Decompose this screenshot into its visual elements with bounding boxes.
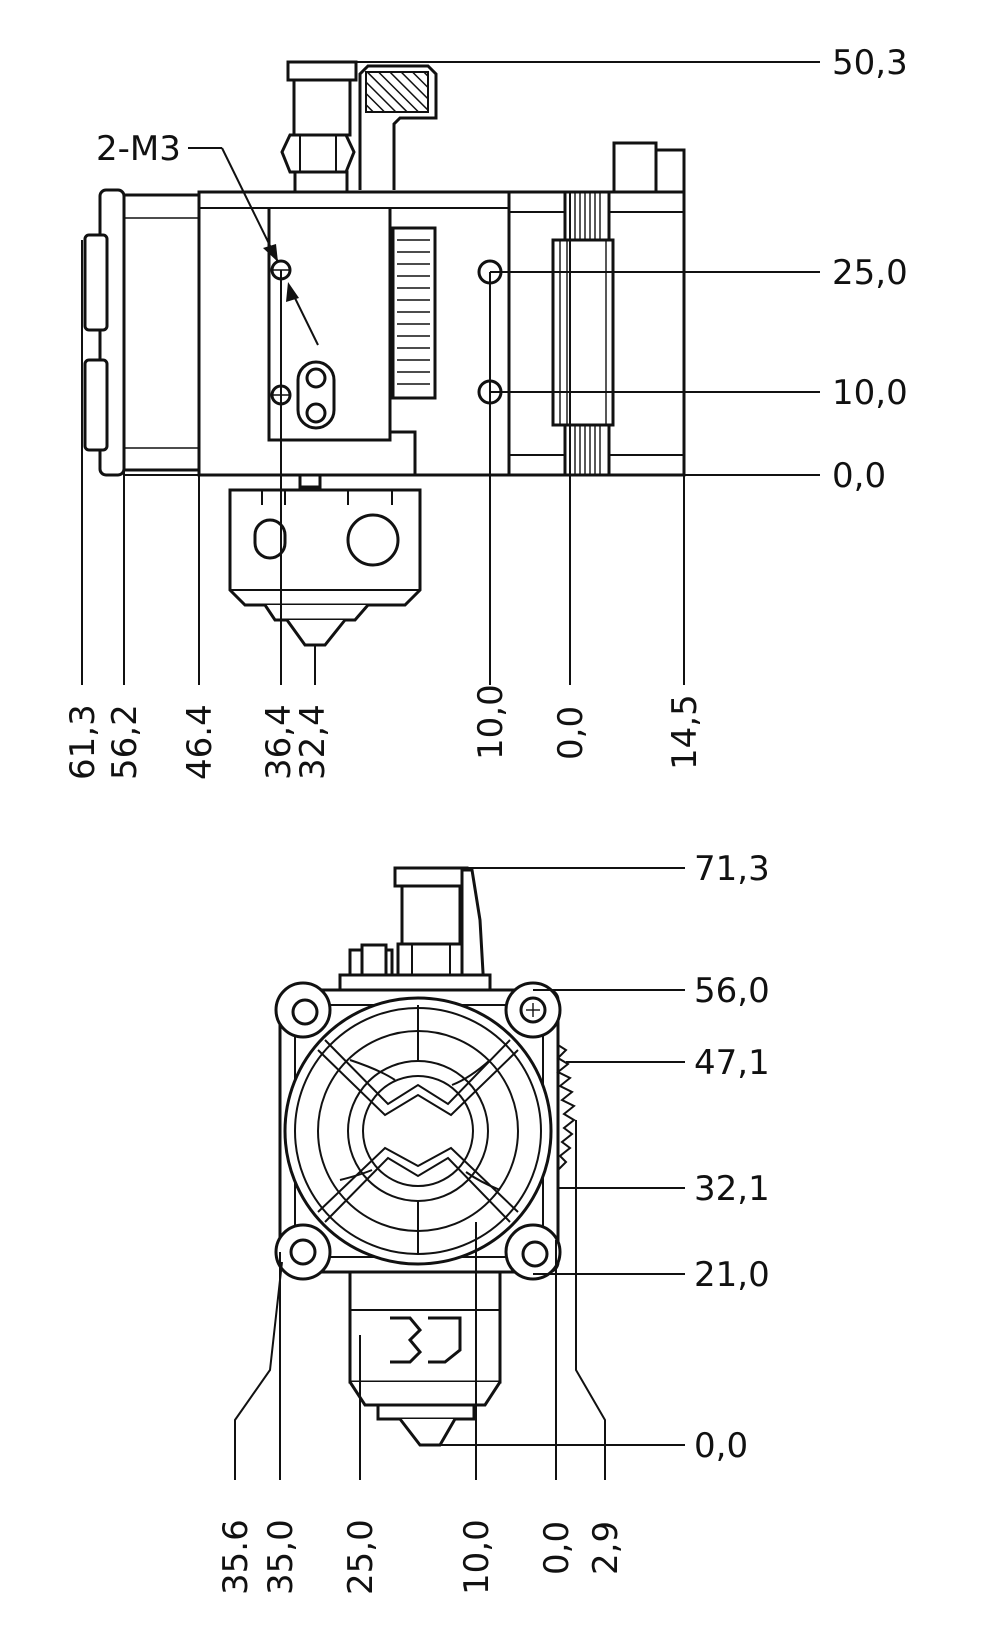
front-bottom-dimension-lines [234,1120,606,1480]
side-dim-36-4: 36,4 [259,704,299,780]
front-dim-47-1: 47,1 [694,1043,770,1083]
corner-screws [274,981,562,1281]
front-dim-35-0: 35,0 [261,1519,301,1595]
front-dim-0-0-b: 0,0 [537,1521,577,1575]
hotend-front: BIRD [348,1270,502,1447]
stepper-motor [507,141,686,477]
front-dim-10-0: 10,0 [457,1519,497,1595]
drive-gear [556,1044,576,1171]
lever-and-fitting [280,60,438,194]
front-dim-56-0: 56,0 [694,971,770,1011]
side-view: 2-M3 50,3 25,0 10,0 0,0 61,3 56,2 46.4 3… [63,43,908,780]
cooling-fan [283,996,553,1266]
front-fitting [338,866,492,997]
side-dim-10-0-b: 10,0 [471,684,511,760]
side-dim-0-0-b: 0,0 [551,706,591,760]
thread-label: 2-M3 [96,129,181,169]
side-dim-32-4: 32,4 [293,704,333,780]
side-dim-14-5: 14,5 [665,694,705,770]
front-dim-35-6: 35.6 [216,1519,256,1595]
front-dim-25-0: 25,0 [341,1519,381,1595]
fan-shroud [83,188,201,477]
gear-teeth [397,239,430,385]
front-dim-2-9: 2,9 [586,1521,626,1575]
front-dim-32-1: 32,1 [694,1169,770,1209]
hotend [228,473,422,647]
front-view: BIRD 71,3 56,0 47,1 32,1 21,0 0,0 [216,849,770,1595]
side-dim-10-0: 10,0 [832,373,908,413]
side-dim-50-3: 50,3 [832,43,908,83]
front-dim-71-3: 71,3 [694,849,770,889]
thread-leader [188,147,319,346]
side-dim-46-4: 46.4 [180,704,220,780]
front-dim-21-0: 21,0 [694,1255,770,1295]
side-dim-25-0: 25,0 [832,253,908,293]
extruder-body [197,190,511,477]
side-dim-56-2: 56,2 [105,704,145,780]
front-right-dimension-lines [430,867,685,1446]
side-right-dimension-lines [124,61,820,476]
side-bottom-dimension-lines [81,150,685,685]
side-dim-0-0: 0,0 [832,456,886,496]
brand-logo [390,1316,462,1364]
front-dim-0-0: 0,0 [694,1426,748,1466]
side-dim-61-3: 61,3 [63,704,103,780]
